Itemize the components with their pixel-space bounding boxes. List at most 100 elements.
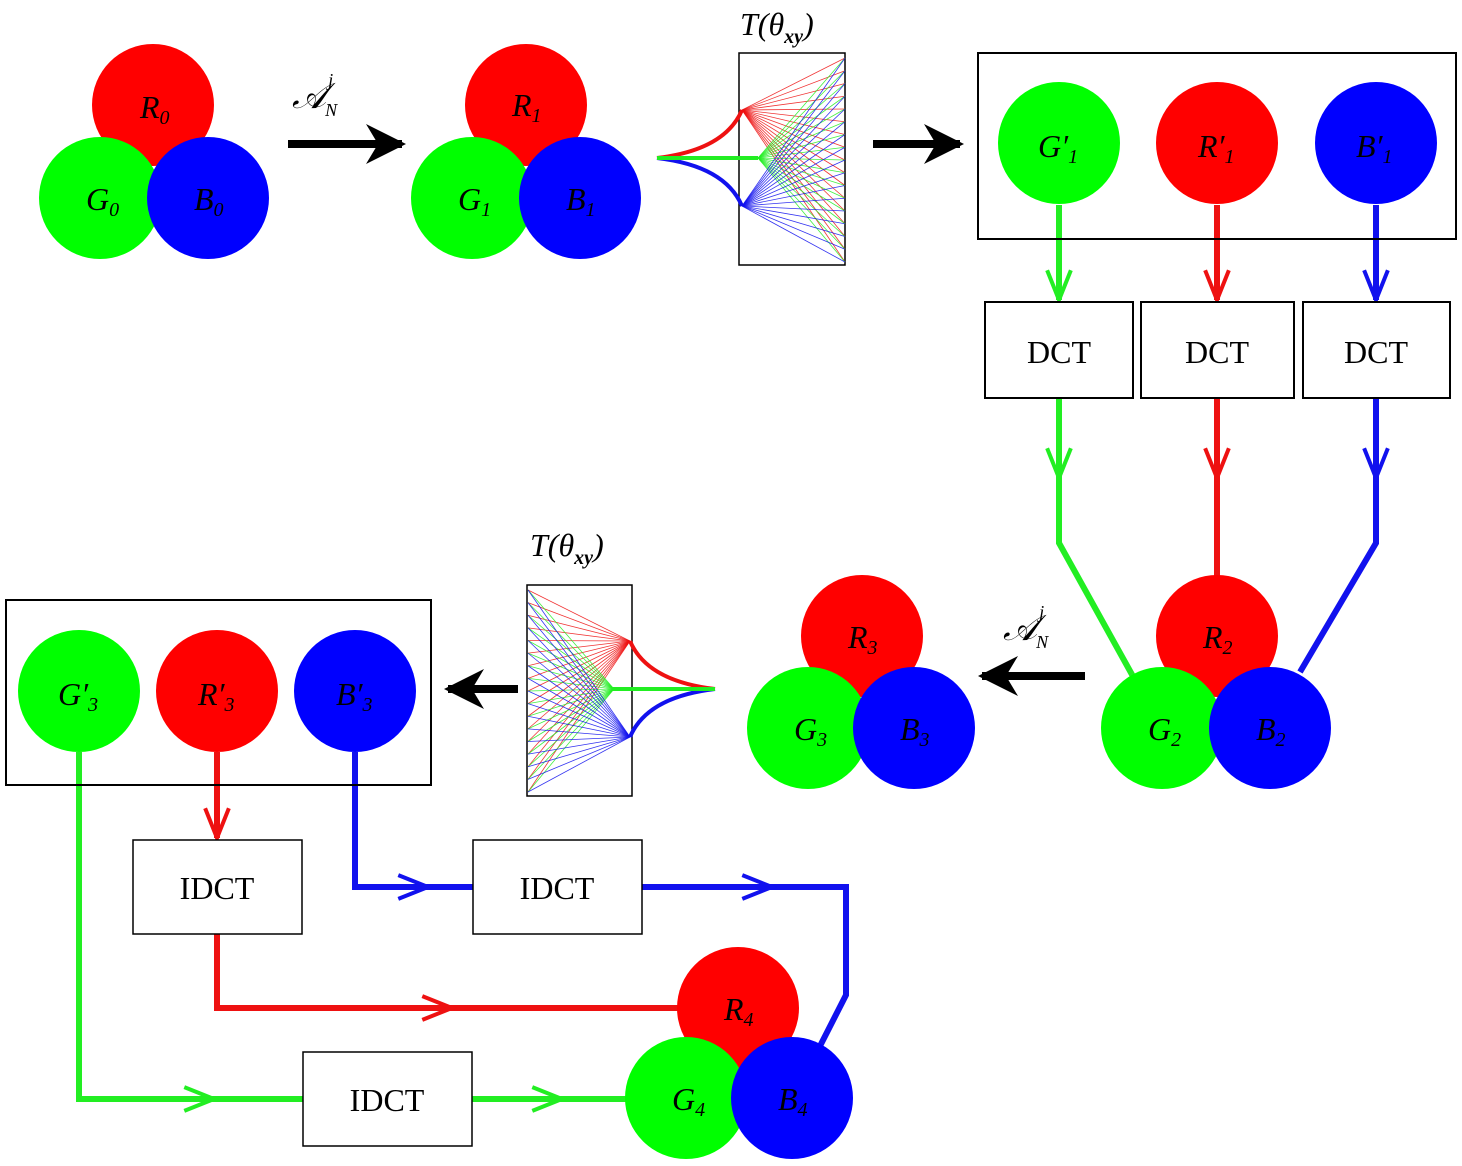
mesh-line xyxy=(741,108,846,111)
label-b4: B4 xyxy=(778,1081,808,1121)
transform-block-2: T(θxy) xyxy=(526,527,716,797)
mesh-line xyxy=(527,640,631,793)
transform-curve-red-1 xyxy=(656,109,744,160)
separated-channels-3: G′3 R′3 B′3 xyxy=(5,599,432,786)
arrowhead-g1p-dct xyxy=(1045,269,1073,306)
transform-label-1: T(θxy) xyxy=(740,6,814,48)
label-g1p: G′1 xyxy=(1038,128,1078,168)
svg-text:DCT: DCT xyxy=(1344,334,1408,370)
mesh-line xyxy=(527,688,615,768)
mesh-line xyxy=(527,688,615,705)
mesh-line xyxy=(527,736,631,768)
red-circle-r0 xyxy=(92,44,214,166)
arrowhead-r1p-dct xyxy=(1203,269,1231,306)
mesh-line xyxy=(741,205,846,250)
transform-mesh-1 xyxy=(741,57,846,263)
line-idct-to-r4 xyxy=(214,934,680,1011)
green-circle-g3p xyxy=(18,630,140,752)
arrowhead-dct-g2 xyxy=(1045,447,1073,484)
blue-circle-b1 xyxy=(519,137,641,259)
color-group-4: R4 G4 B4 xyxy=(625,947,853,1159)
blue-circle-b3 xyxy=(853,667,975,789)
label-r0: R0 xyxy=(139,89,170,129)
transform-curve-blue-1 xyxy=(656,156,744,207)
mesh-line xyxy=(757,157,846,161)
mesh-line xyxy=(741,185,846,207)
label-b3p: B′3 xyxy=(336,676,373,716)
mesh-line xyxy=(527,614,631,738)
mesh-line xyxy=(527,640,631,768)
mesh-line xyxy=(757,157,846,237)
mesh-line xyxy=(527,589,631,738)
separated-channels-1: G′1 R′1 B′1 xyxy=(977,52,1457,240)
color-group-2: R2 G2 B2 xyxy=(1101,575,1331,789)
mesh-line xyxy=(741,95,846,207)
mesh-line xyxy=(527,640,631,654)
mesh-line xyxy=(757,157,846,212)
mesh-line xyxy=(527,736,631,780)
line-idct-to-b4 xyxy=(642,884,849,1052)
mesh-line xyxy=(741,109,846,161)
mesh-line xyxy=(527,736,631,755)
mesh-line xyxy=(527,640,631,704)
green-circle-g2 xyxy=(1101,667,1223,789)
mesh-line xyxy=(741,146,846,207)
arrowhead-idct-g4 xyxy=(531,1085,568,1113)
mesh-line xyxy=(527,589,615,690)
line-dct-to-g2 xyxy=(1056,398,1138,682)
blue-circle-b2 xyxy=(1209,667,1331,789)
label-r1p: R′1 xyxy=(1197,128,1235,168)
green-circle-g1 xyxy=(411,137,533,259)
mesh-line xyxy=(527,640,631,642)
color-group-3: R3 G3 B3 xyxy=(747,575,975,789)
red-circle-r1p xyxy=(1156,82,1278,204)
red-circle-r4 xyxy=(677,947,799,1069)
mesh-line xyxy=(757,134,846,159)
transform-mesh-2 xyxy=(527,589,631,793)
arrowhead-g3p-idct xyxy=(183,1085,220,1113)
mesh-line xyxy=(527,688,615,730)
mesh-line xyxy=(741,205,846,237)
label-r3p: R′3 xyxy=(197,676,235,716)
mesh-line xyxy=(741,109,846,225)
mesh-line xyxy=(527,665,615,690)
mesh-line xyxy=(757,157,846,225)
label-r2: R2 xyxy=(1202,619,1233,659)
svg-text:IDCT: IDCT xyxy=(520,870,595,906)
line-b3p-to-idct xyxy=(352,752,473,890)
mesh-line xyxy=(527,688,615,755)
mesh-line xyxy=(757,157,846,199)
mesh-line xyxy=(527,665,631,738)
mesh-line xyxy=(741,109,846,174)
arrowhead-idct-r4 xyxy=(421,994,458,1022)
mesh-line xyxy=(741,109,846,199)
mesh-line xyxy=(741,109,846,148)
dct-box-blue: DCT xyxy=(1302,301,1451,399)
transform-curve-blue-2 xyxy=(628,687,716,738)
mesh-line xyxy=(757,95,846,159)
blue-circle-b3p xyxy=(294,630,416,752)
mesh-line xyxy=(741,109,846,237)
mesh-line xyxy=(741,134,846,207)
transform-label-2: T(θxy) xyxy=(530,527,604,569)
arrowhead-b3p-idct xyxy=(397,873,434,901)
green-circle-g1p xyxy=(998,82,1120,204)
arrowhead-dct-r2 xyxy=(1203,447,1231,484)
mesh-line xyxy=(741,108,846,207)
arrowhead-dct-b2 xyxy=(1362,447,1390,484)
svg-text:DCT: DCT xyxy=(1185,334,1249,370)
mesh-line xyxy=(741,109,846,186)
line-g3p-to-idct xyxy=(76,752,303,1102)
mesh-line xyxy=(741,205,846,225)
mesh-line xyxy=(741,109,846,212)
transform-curve-red-2 xyxy=(628,640,716,691)
mesh-line xyxy=(527,640,631,755)
mesh-line xyxy=(527,652,631,738)
mesh-line xyxy=(741,197,846,207)
blue-circle-b4 xyxy=(731,1037,853,1159)
arrowhead-b1p-dct xyxy=(1362,269,1390,306)
label-g2: G2 xyxy=(1148,711,1181,751)
